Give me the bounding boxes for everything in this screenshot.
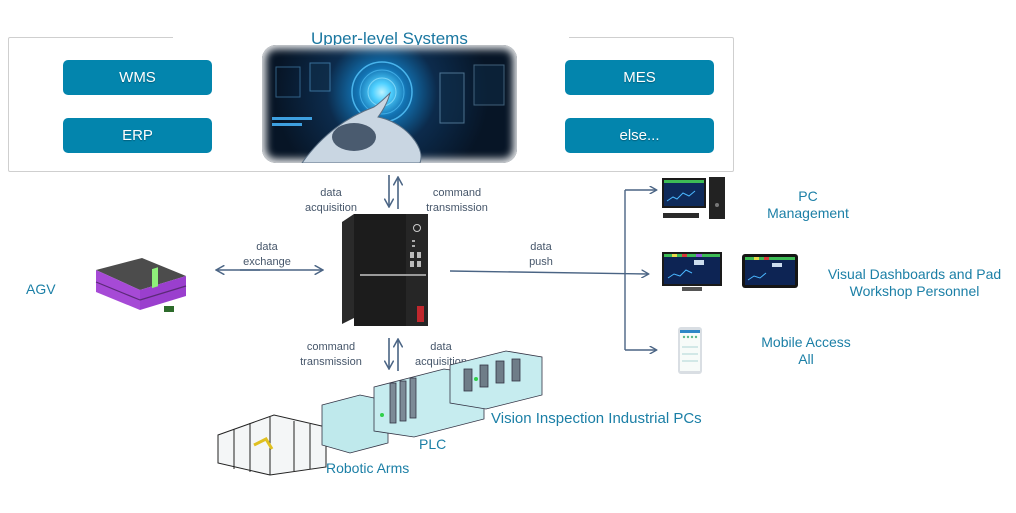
dashboard-tablet-icon [742,254,798,288]
robot-cell [217,414,327,476]
erp-button[interactable]: ERP [63,118,212,153]
vision-station [449,350,543,410]
desktop-pc-icon [662,177,725,219]
dashboard-monitor-icon [662,252,722,291]
upper-systems-title: Upper-level Systems [311,29,468,48]
agv-robot [95,258,187,312]
robotic-arms-label: Robotic Arms [326,460,410,476]
arrow-push [449,271,648,274]
mobile-phone-icon [678,327,702,374]
mes-button[interactable]: MES [565,60,714,95]
production-line-illustration [217,350,543,476]
wms-button[interactable]: WMS [63,60,212,95]
industrial-pc-tower [342,214,428,326]
robot-hand-image [262,45,517,163]
agv-label: AGV [26,281,56,297]
plc-label: PLC [419,436,447,452]
vision-inspection-label: Vision Inspection Industrial PCs [491,410,702,427]
else-button[interactable]: else... [565,118,714,153]
